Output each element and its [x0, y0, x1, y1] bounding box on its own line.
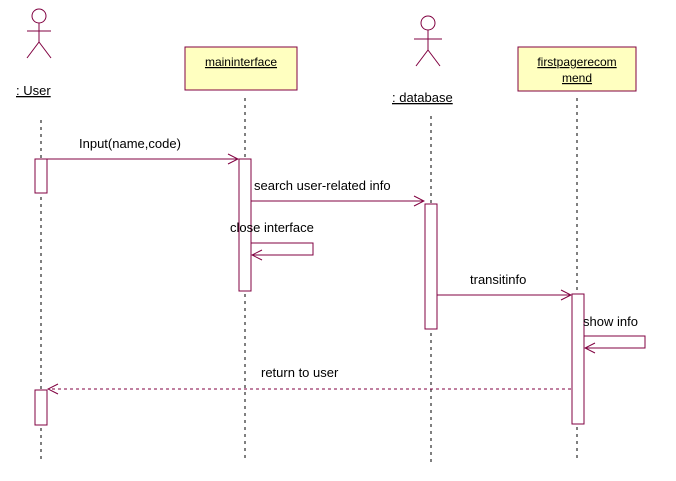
actor-icon	[414, 15, 442, 67]
participant-user-label: : User	[16, 83, 51, 98]
message-input-label: Input(name,code)	[79, 136, 181, 151]
participant-firstpage-box	[517, 46, 637, 92]
message-show-label: show info	[583, 314, 638, 329]
actor-icon	[26, 8, 52, 59]
participant-maininterface-label: maininterface	[205, 55, 277, 69]
activation-user-2	[34, 389, 48, 426]
message-close-label: close interface	[230, 220, 314, 235]
message-return-label: return to user	[261, 365, 339, 380]
participant-firstpage-label-line2: mend	[562, 71, 592, 85]
activation-firstpage	[571, 293, 585, 425]
message-show-arrow	[584, 335, 646, 348]
participant-database-label: : database	[392, 90, 453, 105]
message-close-arrow	[251, 242, 314, 255]
message-transit-label: transitinfo	[470, 272, 526, 287]
participant-firstpage-label-line1: firstpagerecom	[537, 55, 616, 69]
message-search-label: search user-related info	[254, 178, 391, 193]
activation-user-1	[34, 158, 48, 194]
participant-maininterface-box	[184, 46, 298, 91]
activation-database	[424, 203, 438, 330]
activation-maininterface	[238, 158, 252, 292]
